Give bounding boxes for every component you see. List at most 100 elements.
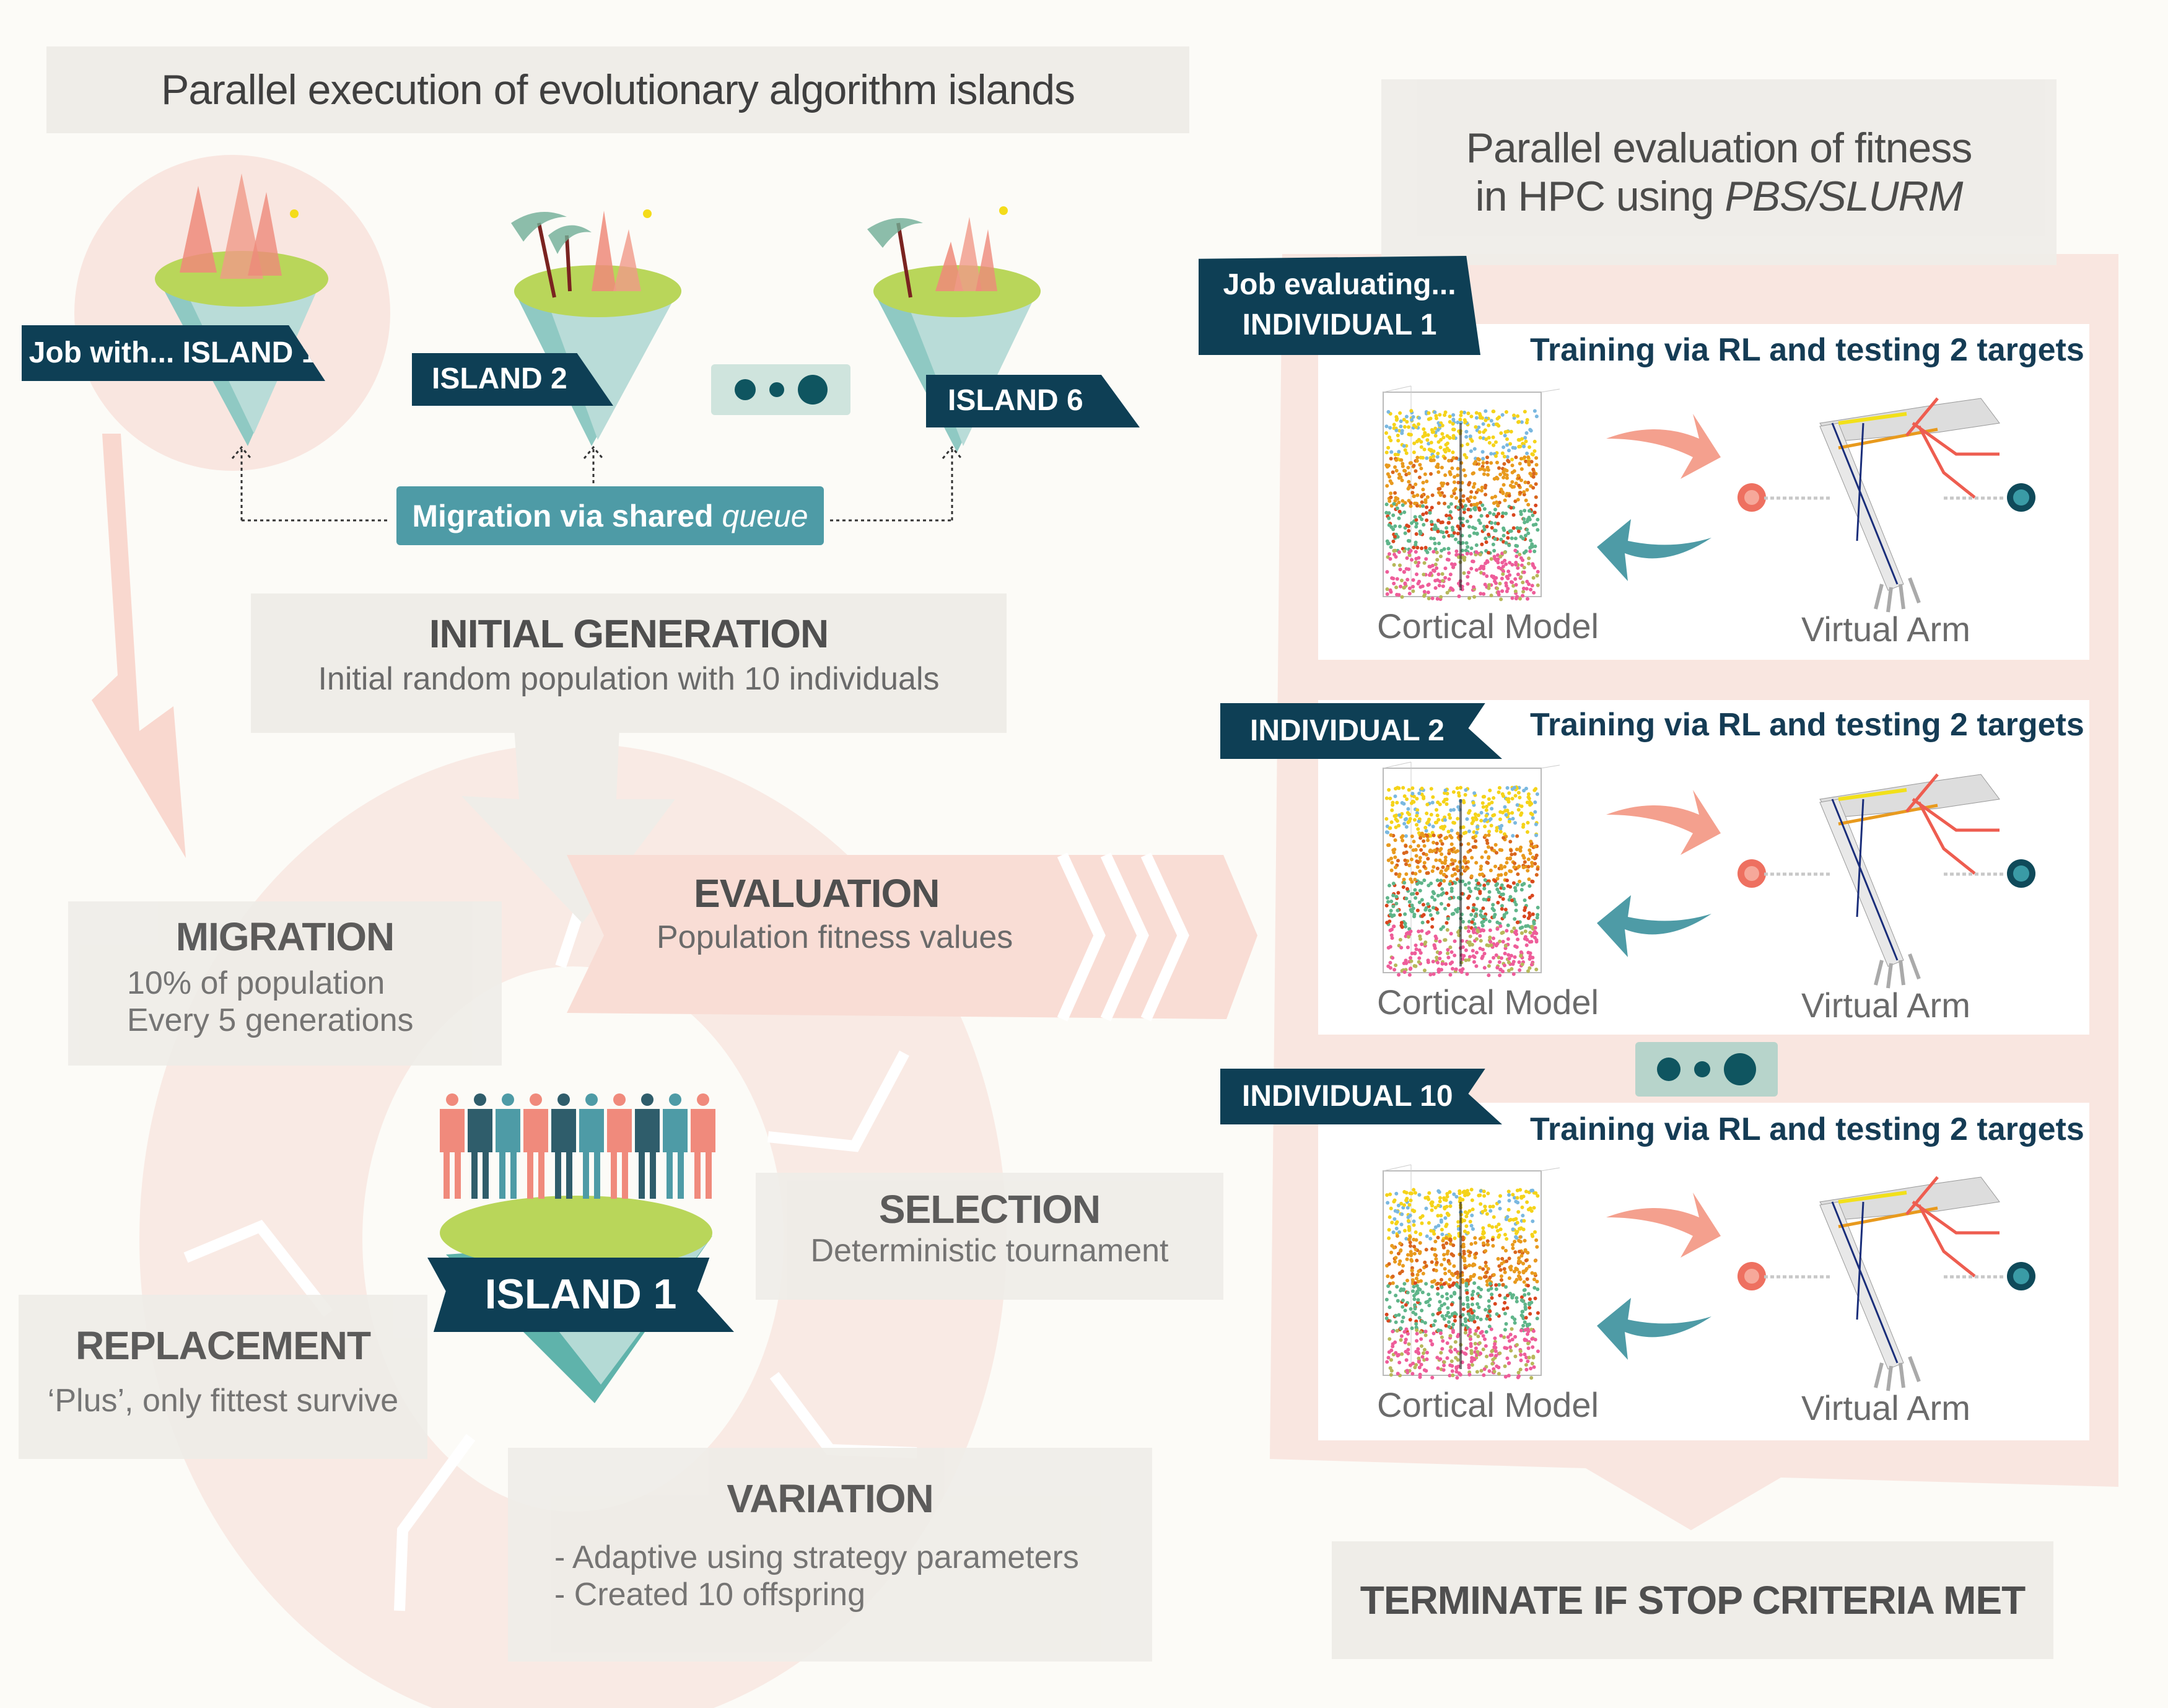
island-6-label: ISLAND 6 xyxy=(948,384,1083,418)
job-banner-3: INDIVIDUAL 10 xyxy=(1220,1069,1502,1124)
evaluation-step: EVALUATION Population fitness values xyxy=(619,870,1065,956)
virtual-arm-caption: Virtual Arm xyxy=(1801,610,1970,649)
island-6-graphic xyxy=(867,206,1041,452)
island-6-banner: ISLAND 6 xyxy=(926,375,1140,427)
right-title-line2-text: in HPC using xyxy=(1475,173,1725,220)
person-icon xyxy=(440,1093,465,1199)
job-panel-2-title: Training via RL and testing 2 targets xyxy=(1530,707,2084,743)
cortical-model-caption: Cortical Model xyxy=(1377,1385,1599,1424)
cortical-model-plot xyxy=(1383,385,1560,602)
island-2-label: ISLAND 2 xyxy=(432,362,567,396)
target-left-icon xyxy=(1737,483,1766,512)
cortical-model-plot xyxy=(1383,1164,1560,1380)
migration-title: MIGRATION xyxy=(175,914,395,959)
terminate-label: TERMINATE IF STOP CRITERIA MET xyxy=(1360,1578,2026,1623)
left-title-box: Parallel execution of evolutionary algor… xyxy=(46,46,1189,133)
person-icon xyxy=(579,1093,604,1199)
target-connector xyxy=(1764,1275,2006,1279)
initial-generation-subtitle: Initial random population with 10 indivi… xyxy=(318,661,940,697)
initial-generation-title: INITIAL GENERATION xyxy=(429,611,829,656)
job-banner-1: Job evaluating... INDIVIDUAL 1 xyxy=(1199,256,1480,355)
job-panel-3-title: Training via RL and testing 2 targets xyxy=(1530,1111,2084,1147)
target-right-icon xyxy=(2007,483,2035,512)
more-islands-ellipsis xyxy=(711,364,850,415)
variation-title: VARIATION xyxy=(727,1476,934,1521)
target-left-icon xyxy=(1737,859,1766,888)
evaluation-subtitle: Population fitness values xyxy=(657,919,1013,955)
dot-icon xyxy=(1724,1053,1756,1085)
target-right-icon xyxy=(2007,859,2035,888)
person-icon xyxy=(551,1093,576,1199)
target-left-icon xyxy=(1737,1262,1766,1290)
dot-icon xyxy=(734,379,756,400)
island-2-graphic xyxy=(511,209,681,446)
virtual-arm-caption: Virtual Arm xyxy=(1801,986,1970,1025)
island-2-banner: ISLAND 2 xyxy=(412,353,613,406)
virtual-arm-caption: Virtual Arm xyxy=(1801,1388,1970,1427)
virtual-arm-image xyxy=(1819,773,2000,989)
replacement-title: REPLACEMENT xyxy=(75,1323,371,1368)
selection-title: SELECTION xyxy=(878,1187,1101,1232)
dot-icon xyxy=(769,382,784,397)
initial-generation-box: INITIAL GENERATION Initial random popula… xyxy=(251,593,1007,733)
replacement-box: REPLACEMENT ‘Plus’, only fittest survive xyxy=(19,1295,427,1459)
dot-icon xyxy=(1694,1061,1710,1077)
left-title: Parallel execution of evolutionary algor… xyxy=(160,66,1075,113)
target-connector xyxy=(1764,496,2006,500)
right-title-italic: PBS/SLURM xyxy=(1724,173,1963,220)
job-banner-2-label: INDIVIDUAL 2 xyxy=(1250,714,1445,747)
selection-box: SELECTION Deterministic tournament xyxy=(756,1173,1223,1300)
person-icon xyxy=(523,1093,548,1199)
replacement-subtitle: ‘Plus’, only fittest survive xyxy=(47,1383,399,1419)
more-individuals-ellipsis xyxy=(1635,1042,1778,1097)
person-icon xyxy=(496,1093,520,1199)
evaluation-title: EVALUATION xyxy=(694,871,940,916)
migration-queue-text: Migration via shared xyxy=(412,498,722,533)
back-arrow-icon xyxy=(1597,1298,1711,1360)
variation-line2: - Created 10 offspring xyxy=(554,1577,865,1613)
job-1-visuals: Cortical Model Virtual Arm xyxy=(1318,324,2089,659)
island-1-label: Job with... ISLAND 1 xyxy=(28,336,318,369)
dot-icon xyxy=(797,375,828,405)
job-2-visuals: Cortical Model Virtual Arm xyxy=(1318,700,2089,1035)
virtual-arm-image xyxy=(1819,397,2000,613)
forward-arrow-icon xyxy=(1606,1193,1721,1258)
person-icon xyxy=(468,1093,492,1199)
migration-line1: 10% of population xyxy=(127,965,385,1001)
job-panel-1-title: Training via RL and testing 2 targets xyxy=(1530,332,2084,368)
person-icon xyxy=(635,1093,660,1199)
center-island-graphic xyxy=(440,1093,715,1403)
back-arrow-icon xyxy=(1597,519,1711,581)
person-icon xyxy=(691,1093,715,1199)
cortical-model-caption: Cortical Model xyxy=(1377,983,1599,1022)
variation-line1: - Adaptive using strategy parameters xyxy=(554,1539,1079,1575)
right-title-line1: Parallel evaluation of fitness xyxy=(1466,125,1973,172)
dot-icon xyxy=(1657,1058,1681,1081)
island-1-banner: Job with... ISLAND 1 xyxy=(22,325,325,381)
job-banner-2: INDIVIDUAL 2 xyxy=(1220,703,1502,759)
right-title-box: Parallel evaluation of fitness in HPC us… xyxy=(1381,79,2057,265)
migration-connectors xyxy=(231,445,963,522)
selection-subtitle: Deterministic tournament xyxy=(810,1233,1169,1269)
forward-arrow-icon xyxy=(1606,414,1721,479)
job-panel-1 xyxy=(1318,324,2089,660)
job-banner-1-line2: INDIVIDUAL 1 xyxy=(1242,309,1437,341)
target-connector xyxy=(1764,872,2006,876)
target-right-icon xyxy=(2007,1262,2035,1290)
variation-box: VARIATION - Adaptive using strategy para… xyxy=(508,1448,1152,1662)
forward-arrow-icon xyxy=(1606,790,1721,855)
virtual-arm-image xyxy=(1819,1176,2000,1391)
migration-queue-italic: queue xyxy=(722,498,808,533)
right-title-line2: in HPC using PBS/SLURM xyxy=(1475,172,1964,221)
migration-line2: Every 5 generations xyxy=(127,1002,414,1038)
person-icon xyxy=(607,1093,632,1199)
job-3-visuals: Cortical Model Virtual Arm xyxy=(1318,1103,2089,1437)
center-island-banner: ISLAND 1 xyxy=(427,1258,734,1332)
people-group xyxy=(440,1093,715,1199)
job-banner-3-label: INDIVIDUAL 10 xyxy=(1242,1079,1453,1113)
migration-box: MIGRATION 10% of population Every 5 gene… xyxy=(68,901,502,1066)
person-icon xyxy=(663,1093,688,1199)
cortical-model-plot xyxy=(1383,761,1560,978)
job-banner-1-line1: Job evaluating... xyxy=(1223,268,1456,302)
cortical-model-caption: Cortical Model xyxy=(1377,607,1599,646)
